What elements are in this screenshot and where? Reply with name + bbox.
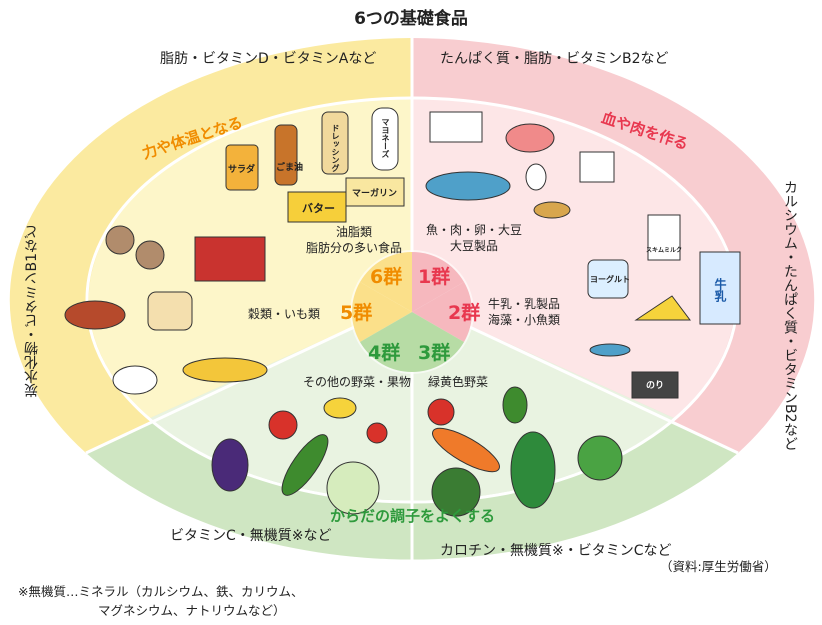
- mayonnaise-bottle: [371, 107, 399, 171]
- ring-label-left: 炭水化物・ビタミンB1など: [24, 225, 40, 398]
- group-2-desc: 牛乳・乳製品 海藻・小魚類: [488, 297, 561, 327]
- ring-label-top-right: たんぱく質・脂肪・ビタミンB2など: [440, 51, 669, 67]
- item-label-yogurt: ヨーグルト: [590, 275, 630, 284]
- group-2-label: 2群: [448, 302, 481, 324]
- item-label-sesame: ごま油: [276, 163, 304, 173]
- item-label-mayo: マヨネーズ: [381, 118, 390, 158]
- apple-icon: [268, 410, 298, 440]
- group-4-desc: その他の野菜・果物: [303, 375, 412, 389]
- item-label-butter: バター: [302, 202, 335, 215]
- butter-box: [287, 191, 347, 223]
- tomato-icon: [427, 398, 455, 426]
- lemon-icon: [323, 397, 357, 419]
- tofu-icon: [579, 151, 615, 183]
- broccoli-icon: [577, 435, 623, 481]
- group-3-desc: 緑黄色野菜: [428, 375, 489, 389]
- eggplant-icon: [211, 438, 249, 492]
- ring-label-bottom-right: カロチン・無機質※・ビタミンCなど: [440, 543, 672, 559]
- page-title: 6つの基礎食品: [354, 9, 468, 29]
- strawberry-icon: [366, 422, 388, 444]
- rice-bowl-icon: [112, 365, 158, 395]
- footnote-line-1: ※無機質…ミネラル（カルシウム、鉄、カリウム、: [18, 584, 304, 599]
- yogurt-icon: [587, 259, 629, 299]
- group-6-desc: 油脂類 脂肪分の多い食品: [306, 225, 403, 255]
- sweet-potato-icon: [64, 300, 126, 330]
- beans-icon: [533, 201, 571, 219]
- dressing-bottle: [321, 111, 349, 175]
- sesame-oil-bottle: [274, 124, 298, 186]
- natto-icon: [429, 111, 483, 143]
- cucumber-icon: [281, 434, 329, 496]
- spinach-icon: [510, 431, 556, 509]
- ring-label-bottom-left: ビタミンC・無機質※など: [170, 528, 332, 544]
- margarine-box: [345, 177, 405, 207]
- item-label-skim-milk: スキムミルク: [646, 247, 683, 254]
- pumpkin-icon: [431, 467, 481, 517]
- group-1-label: 1群: [418, 266, 451, 288]
- item-label-salad: サラダ: [228, 165, 256, 175]
- role-green: からだの調子をよくする: [330, 507, 496, 525]
- group-5-label: 5群: [340, 302, 373, 324]
- fish-icon: [425, 171, 511, 201]
- egg-icon: [525, 163, 547, 191]
- group-1-desc: 魚・肉・卵・大豆 大豆製品: [426, 223, 523, 253]
- meat-icon: [505, 123, 555, 153]
- ring-label-top-left: 脂肪・ビタミンD・ビタミンAなど: [160, 51, 377, 67]
- source-credit: （資料:厚生労働省）: [660, 559, 777, 574]
- small-fish-icon: [589, 343, 631, 357]
- carrot-icon: [432, 427, 500, 473]
- item-label-margarine: マーガリン: [352, 189, 398, 199]
- bread-icon: [147, 291, 193, 331]
- group-5-desc: 穀類・いも類: [248, 307, 321, 321]
- group-6-label: 6群: [370, 266, 403, 288]
- potato-icon: [105, 225, 135, 255]
- nori-icon: [631, 371, 679, 399]
- footnote-line-2: マグネシウム、ナトリウムなど）: [98, 603, 286, 618]
- pepper-icon: [502, 386, 528, 424]
- group-3-label: 3群: [418, 342, 451, 364]
- salad-oil-can: [225, 144, 259, 191]
- skim-milk-icon: [647, 214, 681, 261]
- item-label-nori: のり: [646, 381, 665, 391]
- item-label-dressing: ドレッシング: [331, 124, 340, 172]
- cheese-icon: [634, 295, 691, 321]
- corn-icon: [182, 357, 268, 383]
- ring-label-right: カルシウム・たんぱく質・ビタミンB2など: [782, 180, 798, 451]
- item-label-milk: 牛乳: [713, 278, 727, 302]
- group-4-label: 4群: [368, 342, 401, 364]
- cabbage-icon: [326, 461, 380, 515]
- soba-box: [194, 236, 266, 282]
- milk-carton-icon: [699, 251, 741, 325]
